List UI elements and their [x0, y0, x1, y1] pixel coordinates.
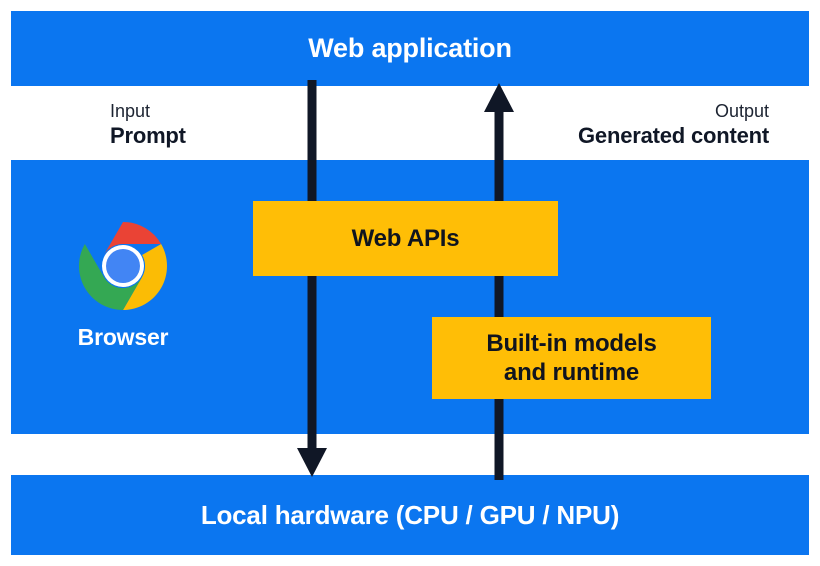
flow-input-kind: Input	[110, 101, 151, 121]
arrow-up-icon	[484, 83, 514, 480]
layer-web-application: Web application	[11, 11, 809, 86]
component-web-apis[interactable]: Web APIs	[253, 201, 558, 276]
chrome-logo-icon	[79, 222, 167, 310]
layer-browser-label: Browser	[77, 324, 169, 350]
component-built-in-models-line1: Built-in models	[486, 329, 657, 357]
layer-local-hardware: Local hardware (CPU / GPU / NPU)	[11, 475, 809, 555]
flow-input-caption: Input Prompt	[110, 100, 186, 149]
layer-web-application-label: Web application	[308, 33, 512, 63]
layer-local-hardware-label: Local hardware (CPU / GPU / NPU)	[200, 499, 620, 530]
flow-output-caption: Output Generated content	[578, 100, 769, 149]
flow-input-value: Prompt	[110, 122, 186, 148]
component-web-apis-label: Web APIs	[351, 224, 460, 252]
flow-output-value: Generated content	[578, 122, 769, 148]
component-built-in-models-label: Built-in models and runtime	[486, 329, 657, 388]
flow-output-kind: Output	[714, 101, 769, 121]
component-built-in-models[interactable]: Built-in models and runtime	[432, 317, 711, 399]
arrow-down-icon	[297, 80, 327, 477]
browser-identity-group: Browser	[45, 222, 201, 351]
component-built-in-models-line2: and runtime	[503, 359, 640, 386]
